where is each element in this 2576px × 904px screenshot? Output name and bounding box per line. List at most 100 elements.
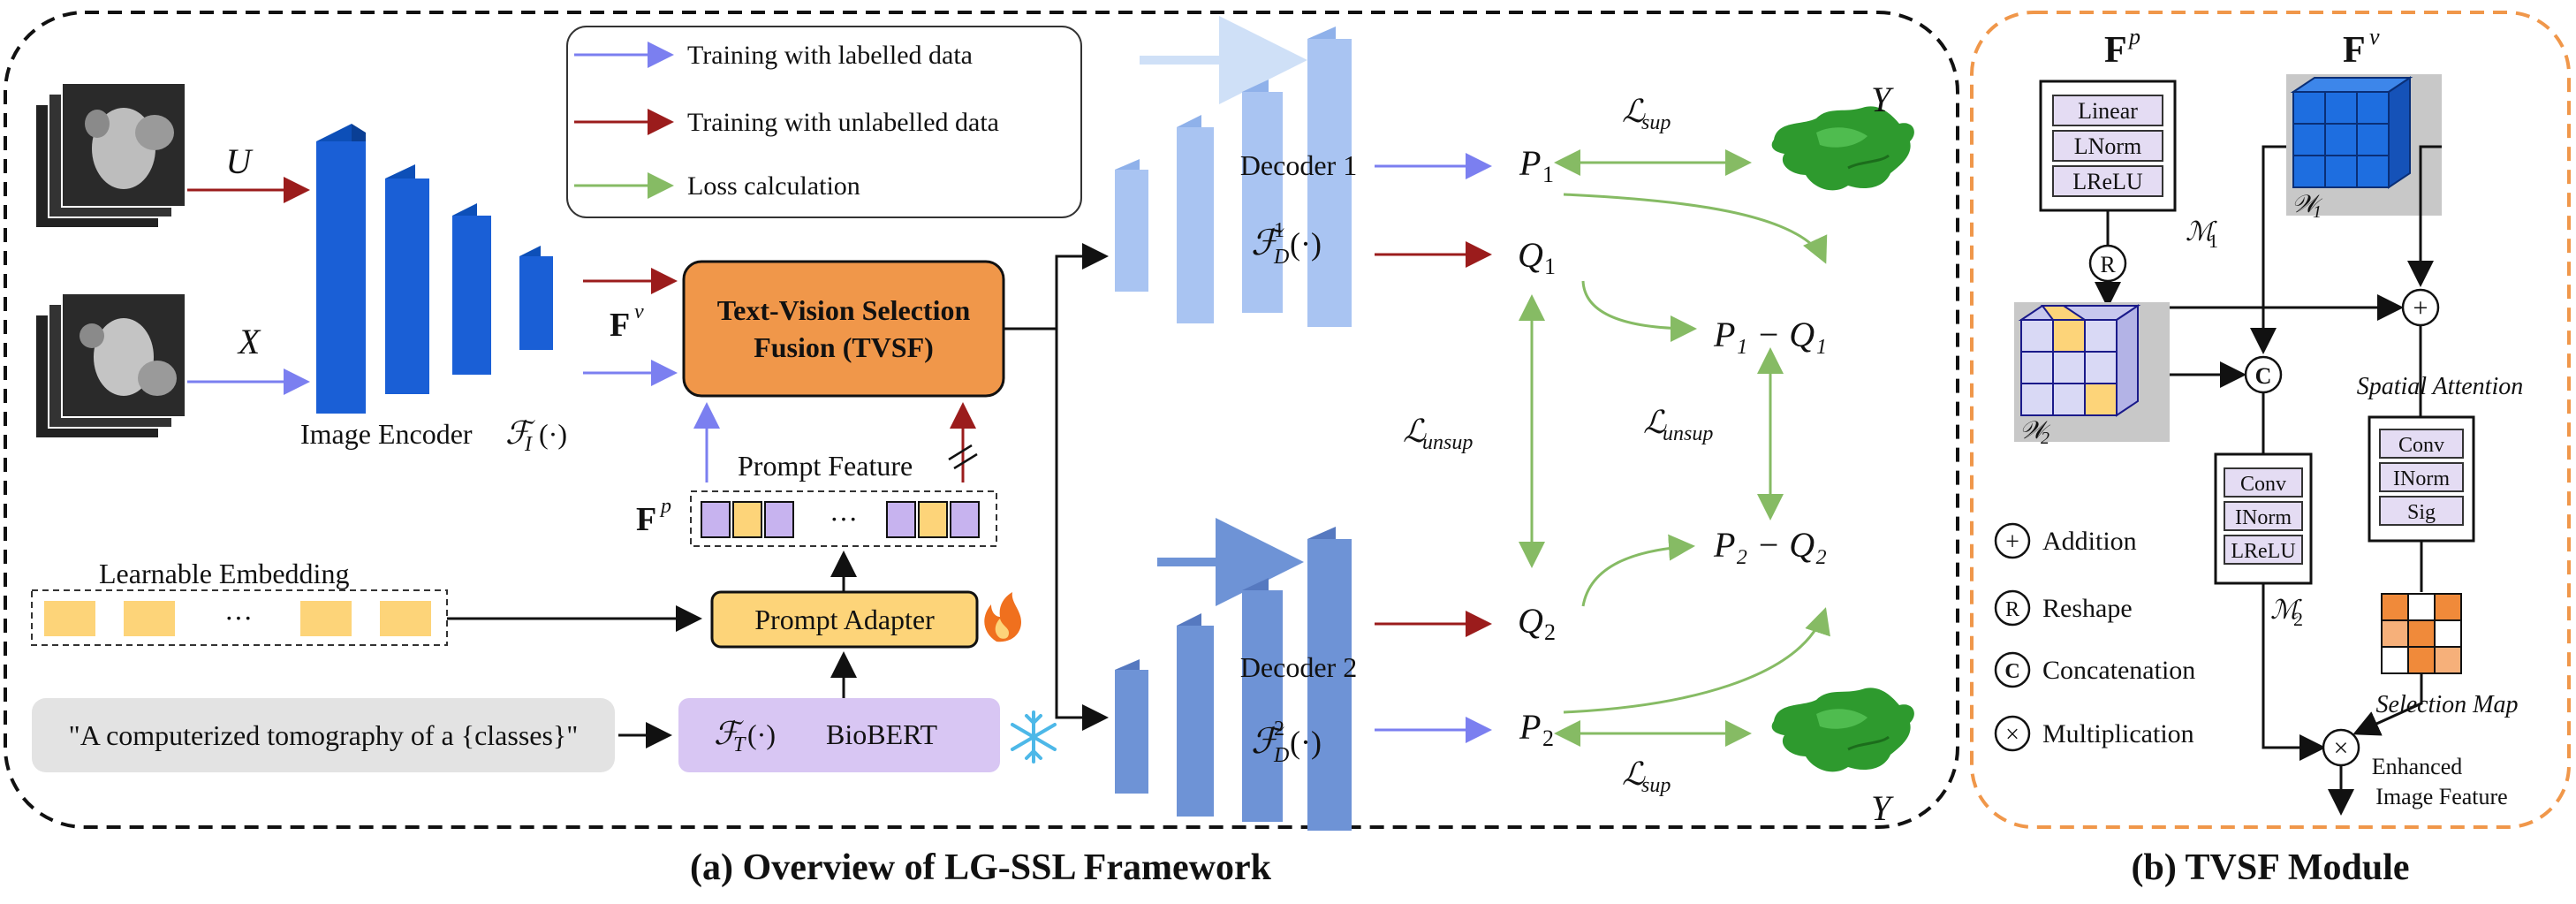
decoder1-label: Decoder 1 xyxy=(1240,149,1357,181)
tvsf-fv-label: F xyxy=(2343,30,2366,71)
w1-to-concat-arrow xyxy=(2250,145,2286,354)
q2-sub: 2 xyxy=(1544,619,1556,645)
map-to-mult-arrow xyxy=(2352,673,2423,736)
lunsup-left-sub: unsup xyxy=(1422,431,1473,454)
lsup-bottom-sub: sup xyxy=(1641,774,1671,797)
q1-to-diff1-curve xyxy=(1581,280,1697,342)
input-image-stack-x xyxy=(34,292,186,439)
input-x-label: X xyxy=(237,322,261,361)
tvsf-fp-sup: p xyxy=(2127,24,2140,49)
text-prompt-box xyxy=(32,698,615,772)
tvsf-to-decoder2-arrow xyxy=(1055,329,1109,731)
reshape-op-symbol: R xyxy=(2100,252,2116,277)
key-concat-icon xyxy=(1994,651,2031,688)
tvsf-block xyxy=(682,260,1005,398)
m1-layer-lrelu: LReLU xyxy=(2072,169,2143,194)
prompt-feature-ellipsis: ··· xyxy=(830,503,858,535)
diff1-label: P₁ − Q₁ xyxy=(1713,315,1827,354)
m1-sub: 1 xyxy=(2209,230,2218,252)
sa-layers: Conv INorm Sig xyxy=(2379,429,2464,526)
diff2-label: P₂ − Q₂ xyxy=(1713,525,1827,565)
ground-truth-mask-bottom xyxy=(1771,687,1914,772)
tvsf-to-decoder1-arrow xyxy=(1004,243,1109,330)
learnable-embedding-ellipsis: ··· xyxy=(224,602,253,634)
key-concat-label: Concatenation xyxy=(2042,656,2195,685)
add-op-symbol: + xyxy=(2413,293,2428,323)
w2-cube xyxy=(2018,304,2141,417)
fD2-sup: 2 xyxy=(1274,718,1284,741)
stop-gradient-mark-2 xyxy=(953,452,978,470)
key-add-label: Addition xyxy=(2042,527,2137,556)
y-label-bottom: Y xyxy=(1871,788,1894,828)
q1-sub: 1 xyxy=(1544,254,1556,279)
fv-sup: v xyxy=(634,300,644,323)
m2-layer-inorm: INorm xyxy=(2235,506,2292,529)
decoder1 xyxy=(1115,27,1352,327)
tvsf-title-line1: Text-Vision Selection xyxy=(717,294,971,326)
p1-label: P xyxy=(1519,143,1541,183)
tvsf-fv-sup: v xyxy=(2369,24,2380,49)
selection-map xyxy=(2381,593,2462,674)
legend-unlabelled-text: Training with unlabelled data xyxy=(687,108,999,137)
key-reshape-label: Reshape xyxy=(2042,594,2133,623)
tvsf-panel-border xyxy=(1970,11,2571,829)
lsup-bottom-symbol: ℒ xyxy=(1622,756,1646,792)
p2-to-diff2-curve xyxy=(1563,607,1830,714)
legend-loss-text: Loss calculation xyxy=(687,171,860,201)
q2-to-diff2-curve xyxy=(1581,534,1695,607)
image-encoder xyxy=(316,124,553,414)
m1-layer-lnorm: LNorm xyxy=(2074,133,2142,159)
lunsup-right-symbol: ℒ xyxy=(1643,405,1667,440)
key-mult-label: Multiplication xyxy=(2042,719,2194,748)
legend-box xyxy=(566,26,1082,218)
tvsf-caption: (b) TVSF Module xyxy=(2131,847,2409,888)
key-add-symbol: + xyxy=(2005,528,2019,556)
sa-layer-conv: Conv xyxy=(2398,434,2444,457)
key-add-icon xyxy=(1994,522,2031,559)
m2-layer-conv: Conv xyxy=(2240,473,2286,496)
q1-label: Q xyxy=(1518,235,1543,275)
biobert-block xyxy=(678,698,1000,772)
lunsup-right-sub: unsup xyxy=(1663,422,1713,445)
stop-gradient-mark-1 xyxy=(948,444,973,461)
mult-op-symbol: × xyxy=(2334,733,2349,763)
learnable-embedding-label: Learnable Embedding xyxy=(99,558,349,589)
overview-caption: (a) Overview of LG-SSL Framework xyxy=(690,847,1272,888)
fD2-sub: D xyxy=(1273,744,1289,767)
m1-layer-linear: Linear xyxy=(2078,98,2138,124)
fI-sub: I xyxy=(524,433,533,456)
fD1-sub: D xyxy=(1273,246,1289,269)
flame-icon xyxy=(984,592,1021,642)
learnable-embedding-container xyxy=(31,589,448,646)
concat-op-symbol: C xyxy=(2255,363,2272,389)
enhanced-label-line2: Image Feature xyxy=(2375,784,2507,809)
y-label-top: Y xyxy=(1871,80,1894,119)
p2-label: P xyxy=(1519,707,1541,747)
fT-arg: (·) xyxy=(747,718,776,750)
fv-label: F xyxy=(610,307,630,344)
enhanced-label-line1: Enhanced xyxy=(2372,754,2463,779)
fD1-sup: 1 xyxy=(1274,219,1284,242)
key-reshape-icon xyxy=(1994,589,2031,627)
lunsup-left-symbol: ℒ xyxy=(1403,414,1427,449)
m2-symbol: ℳ xyxy=(2270,596,2302,625)
biobert-label: BioBERT xyxy=(826,718,938,750)
fp-label: F xyxy=(636,501,656,538)
prompt-feature-container xyxy=(690,490,997,547)
decoder2 xyxy=(1115,527,1352,831)
legend-labelled-text: Training with labelled data xyxy=(687,41,973,70)
w2-sub: 2 xyxy=(2041,429,2049,448)
sa-layer-sig: Sig xyxy=(2407,501,2436,524)
text-prompt-label: "A computerized tomography of a {classes… xyxy=(69,719,579,751)
lsup-top-symbol: ℒ xyxy=(1622,94,1646,129)
tvsf-title-line2: Fusion (TVSF) xyxy=(754,331,934,363)
overview-panel-border xyxy=(4,11,1959,829)
prompt-adapter-label: Prompt Adapter xyxy=(754,604,935,635)
tvsf-fp-label: F xyxy=(2104,30,2127,71)
lsup-top-sub: sup xyxy=(1641,111,1671,134)
prompt-feature-label: Prompt Feature xyxy=(738,450,913,482)
spatial-attention-label: Spatial Attention xyxy=(2357,373,2523,400)
m2-sub: 2 xyxy=(2293,608,2303,630)
snowflake-icon xyxy=(1011,710,1057,763)
fD1-arg: (·) xyxy=(1290,226,1322,262)
